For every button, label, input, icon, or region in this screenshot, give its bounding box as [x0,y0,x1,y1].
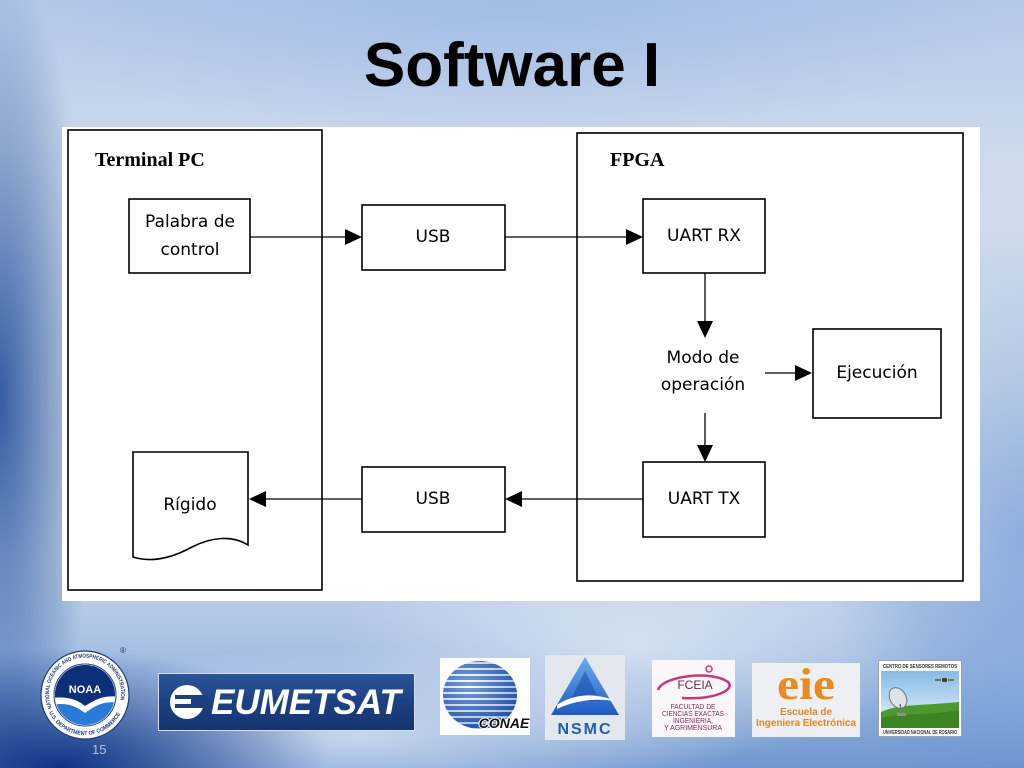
arrow-uart-tx-to-usb [505,491,643,507]
arrow-usb-to-uart-rx [505,229,643,245]
satellite-icon [935,678,954,682]
ejecucion-label: Ejecución [836,363,917,383]
csr-logo: CENTRO DE SENSORES REMOTOS UNIVERSIDAD N… [878,660,962,737]
noaa-name: NOAA [69,684,101,696]
fceia-swoosh-icon [656,674,731,700]
nsmc-name: NSMC [557,721,612,738]
arrow-modo-to-uart-tx [697,413,713,462]
usb-bottom-label: USB [416,489,451,509]
eie-line-1: Escuela de [780,706,832,718]
eie-name: eie [777,663,835,709]
csr-bottom-text: UNIVERSIDAD NACIONAL DE ROSARIO [883,730,957,736]
palabra-de-control-line-1: Palabra de [145,212,235,232]
noaa-emblem [55,665,115,725]
uart-rx-box [642,198,766,274]
conae-name: CONAE [479,715,530,731]
conae-logo: CONAE [440,658,531,735]
csr-landscape-image [881,671,959,728]
uart-tx-label: UART TX [668,489,741,509]
rigido-label: Rígido [163,495,216,515]
uart-rx-label: UART RX [667,226,741,246]
fceia-line-1: FACULTAD DE [671,702,716,711]
fceia-logo: FCEIA FACULTAD DE CIENCIAS EXACTAS INGEN… [652,660,735,737]
eumetsat-emblem-icon [170,685,207,719]
satellite-dish-icon [888,687,908,716]
fceia-line-4: Y AGRIMENSURA [664,723,722,732]
palabra-de-control-box [128,198,251,274]
slide-title: Software I [363,31,661,100]
usb-bottom-box [361,466,506,533]
palabra-de-control-line-2: control [161,240,220,260]
eumetsat-name: EUMETSAT [211,683,401,722]
block-diagram: Terminal PC FPGA Palabra de control USB … [62,127,980,601]
arrow-usb-to-rigido [249,491,362,507]
fceia-line-2: CIENCIAS EXACTAS [662,709,724,718]
nsmc-logo: NSMC [545,655,625,740]
eie-line-2: Ingeniera Electrónica [756,717,856,729]
conae-globe-icon: CONAE [443,661,531,732]
terminal-pc-label: Terminal PC [95,149,205,171]
fceia-line-3: INGENIERIA, [673,716,713,725]
block-diagram-canvas: Terminal PC FPGA Palabra de control USB … [67,129,964,591]
arrow-palabra-to-usb [250,229,362,245]
arrow-uart-rx-to-modo [697,273,713,338]
fpga-label: FPGA [610,149,665,171]
noaa-logo: NATIONAL OCEANIC AND ATMOSPHERIC ADMINIS… [40,650,130,740]
eie-logo: eie Escuela de Ingeniera Electrónica [752,663,860,737]
rigido-document-shape [132,451,249,561]
csr-top-text: CENTRO DE SENSORES REMOTOS [883,664,957,670]
eumetsat-logo: EUMETSAT [158,673,415,731]
fceia-name: FCEIA [677,678,712,692]
modo-de-operacion-line-1: Modo de [667,348,740,368]
usb-top-box [361,204,506,271]
noaa-registered-mark: ® [120,646,126,655]
usb-top-label: USB [416,227,451,247]
arrow-modo-to-ejecucion [765,365,812,381]
ejecucion-box [812,328,942,419]
modo-de-operacion-line-2: operación [661,375,745,395]
page-number: 15 [92,742,107,757]
